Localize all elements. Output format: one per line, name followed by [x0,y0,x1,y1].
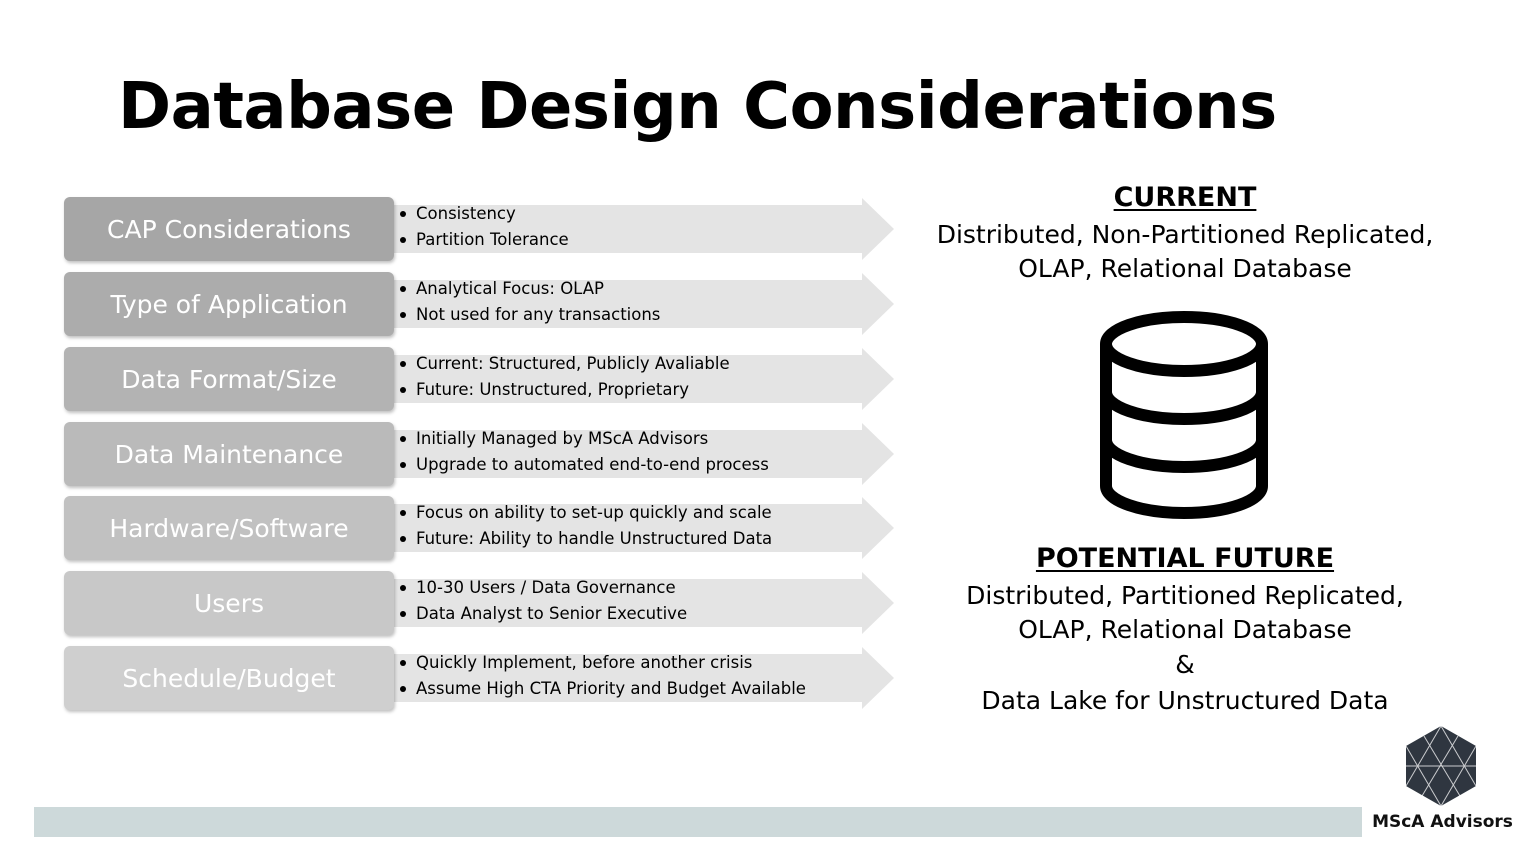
bullet-item: Focus on ability to set-up quickly and s… [398,500,772,526]
consideration-label: Users [64,571,394,635]
bullet-list: Quickly Implement, before another crisis… [398,650,806,701]
logo-icon [1402,724,1480,808]
bullet-item: Upgrade to automated end-to-end process [398,452,769,478]
bullet-item: Data Analyst to Senior Executive [398,601,687,627]
future-line: & [1175,650,1195,679]
consideration-row: Users 10-30 Users / Data Governance Data… [64,570,894,636]
row-arrow [364,570,894,636]
bullet-list: Analytical Focus: OLAP Not used for any … [398,276,660,327]
bullet-list: Current: Structured, Publicly Avaliable … [398,351,730,402]
bullet-list: Focus on ability to set-up quickly and s… [398,500,772,551]
consideration-row: Hardware/Software Focus on ability to se… [64,495,894,561]
future-line: Data Lake for Unstructured Data [981,686,1389,715]
current-line: Distributed, Non-Partitioned Replicated, [936,220,1434,249]
bullet-item: Future: Unstructured, Proprietary [398,377,730,403]
row-arrow [364,271,894,337]
consideration-label: CAP Considerations [64,197,394,261]
consideration-row: CAP Considerations Consistency Partition… [64,196,894,262]
footer-bar [34,807,1362,837]
bullet-list: Consistency Partition Tolerance [398,201,569,252]
bullet-item: Analytical Focus: OLAP [398,276,660,302]
bullet-item: Partition Tolerance [398,227,569,253]
bullet-item: Initially Managed by MScA Advisors [398,426,769,452]
consideration-row: Data Maintenance Initially Managed by MS… [64,421,894,487]
bullet-item: Consistency [398,201,569,227]
consideration-label: Data Format/Size [64,347,394,411]
bullet-item: Quickly Implement, before another crisis [398,650,806,676]
row-arrow [364,495,894,561]
consideration-label: Hardware/Software [64,496,394,560]
row-arrow [364,421,894,487]
bullet-item: Current: Structured, Publicly Avaliable [398,351,730,377]
future-line: Distributed, Partitioned Replicated, [966,581,1404,610]
bullet-item: Future: Ability to handle Unstructured D… [398,526,772,552]
consideration-row: Schedule/Budget Quickly Implement, befor… [64,645,894,711]
bullet-item: Assume High CTA Priority and Budget Avai… [398,676,806,702]
consideration-row: Type of Application Analytical Focus: OL… [64,271,894,337]
row-arrow [364,196,894,262]
bullet-item: 10-30 Users / Data Governance [398,575,687,601]
future-heading: POTENTIAL FUTURE [1035,543,1335,574]
current-heading: CURRENT [1113,182,1257,213]
slide-title: Database Design Considerations [118,70,1277,144]
row-arrow [364,645,894,711]
bullet-list: Initially Managed by MScA Advisors Upgra… [398,426,769,477]
logo-text: MScA Advisors [1372,812,1513,832]
current-line: OLAP, Relational Database [1018,254,1352,283]
consideration-label: Type of Application [64,272,394,336]
bullet-item: Not used for any transactions [398,302,660,328]
consideration-row: Data Format/Size Current: Structured, Pu… [64,346,894,412]
consideration-label: Schedule/Budget [64,646,394,710]
consideration-label: Data Maintenance [64,422,394,486]
future-line: OLAP, Relational Database [1018,615,1352,644]
row-arrow [364,346,894,412]
database-icon [1096,308,1272,522]
bullet-list: 10-30 Users / Data Governance Data Analy… [398,575,687,626]
